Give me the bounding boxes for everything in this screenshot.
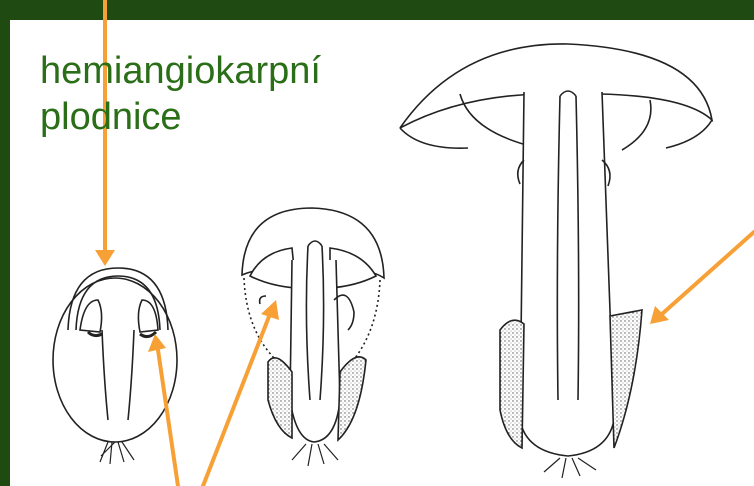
arrow-to-volva-3 xyxy=(662,232,754,314)
stage-3-mature-fruitbody xyxy=(400,44,712,478)
title-line-1: hemiangiokarpní xyxy=(40,48,321,94)
title-line-2: plodnice xyxy=(40,94,321,140)
slide-title: hemiangiokarpní plodnice xyxy=(40,48,321,141)
stage-2-developing-fruitbody xyxy=(242,208,384,466)
arrow-to-veil-2 xyxy=(203,314,270,486)
